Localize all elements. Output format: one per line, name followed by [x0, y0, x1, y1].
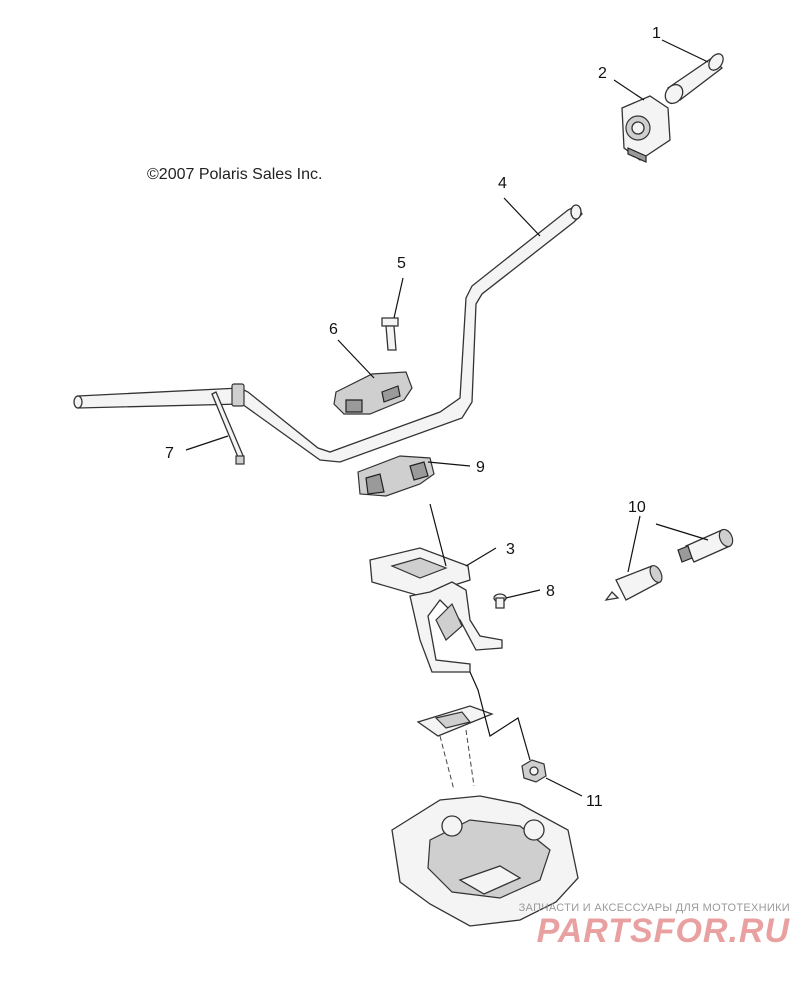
- callout-11: 11: [586, 793, 603, 810]
- callout-4: 4: [498, 175, 507, 192]
- steering-post-assembly: [391, 705, 579, 927]
- part-3-bracket: [369, 547, 503, 673]
- callout-1: 1: [652, 25, 661, 42]
- watermark-logo: PARTSFOR.RU: [536, 912, 790, 950]
- part-7-strap: [211, 391, 245, 465]
- part-11-nut: [521, 759, 547, 783]
- callout-7: 7: [165, 445, 174, 462]
- part-9-lower-clamp: [357, 455, 435, 497]
- callout-3: 3: [506, 541, 515, 558]
- callout-10: 10: [628, 499, 646, 516]
- copyright-notice: ©2007 Polaris Sales Inc.: [147, 166, 323, 183]
- part-5-bolt: [381, 317, 399, 351]
- leader-lines: [185, 39, 709, 797]
- callout-2: 2: [598, 65, 607, 82]
- part-6-upper-clamp: [333, 371, 413, 415]
- part-1-grip: [664, 53, 724, 105]
- callout-8: 8: [546, 583, 555, 600]
- part-8-bolt: [493, 593, 507, 609]
- part-4-handlebar: [73, 204, 583, 463]
- watermark-tagline: ЗАПЧАСТИ И АКСЕССУАРЫ ДЛЯ МОТОТЕХНИКИ: [518, 902, 790, 914]
- part-2-throttle-housing: [621, 95, 671, 163]
- callout-5: 5: [397, 255, 406, 272]
- part-10-switch: [604, 528, 734, 601]
- callout-labels: 1 2 3 4 5 6 7 8 9 10 11: [165, 25, 661, 810]
- callout-6: 6: [329, 321, 338, 338]
- callout-9: 9: [476, 459, 485, 476]
